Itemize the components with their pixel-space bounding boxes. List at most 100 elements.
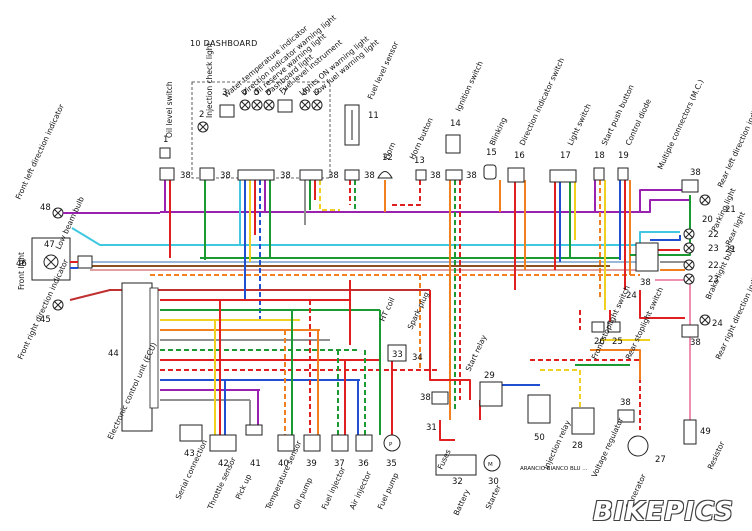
- label-c19: Control diode: [624, 97, 654, 147]
- dir-switch-16: [507, 167, 525, 183]
- svg-text:38: 38: [280, 171, 291, 181]
- number-labels: 1 2 3 4 5 6 7 8 9 11 12 13 14 15 16 17 1…: [16, 88, 736, 487]
- blinker-15: [483, 164, 497, 180]
- svg-text:13: 13: [414, 156, 425, 166]
- bikepics-watermark: BIKEPICS: [592, 497, 734, 527]
- label-c16: Direction indicator switch: [518, 56, 567, 147]
- label-c2: Injection check light: [205, 42, 214, 118]
- ignition-switch-14: [445, 134, 461, 154]
- svg-text:12: 12: [382, 153, 393, 163]
- svg-text:16: 16: [514, 151, 525, 161]
- label-c35: Fuel pump: [376, 471, 401, 511]
- air-injector-36: [355, 434, 373, 452]
- svg-text:38: 38: [364, 171, 375, 181]
- label-c20: Multiple connectors (M.C.): [656, 78, 706, 171]
- label-c13: Horn button: [408, 116, 435, 161]
- label-c21c: Rear light: [724, 210, 747, 247]
- svg-text:38: 38: [420, 393, 431, 403]
- svg-text:26: 26: [594, 337, 605, 347]
- label-c48: Front left direction indicator: [14, 102, 67, 201]
- svg-text:38: 38: [690, 338, 701, 348]
- svg-text:7: 7: [282, 88, 287, 98]
- throttle-42: [209, 434, 237, 452]
- svg-text:38: 38: [328, 171, 339, 181]
- svg-text:4: 4: [242, 88, 247, 98]
- svg-text:46: 46: [16, 259, 27, 269]
- pickup-41: [245, 424, 263, 436]
- fuel-pump-35: [383, 434, 401, 452]
- label-c39: Oil pump: [292, 476, 315, 511]
- svg-text:38: 38: [466, 171, 477, 181]
- svg-text:5: 5: [254, 88, 259, 98]
- regulator-28: [571, 407, 595, 435]
- svg-text:45: 45: [40, 315, 51, 325]
- lower-components: P M: [179, 321, 697, 476]
- label-c17: Light switch: [566, 102, 593, 147]
- svg-text:23: 23: [708, 275, 719, 285]
- label-c49: Resistor: [706, 439, 727, 471]
- svg-text:23: 23: [708, 244, 719, 254]
- svg-text:27: 27: [655, 455, 666, 465]
- wire-verticals: [164, 175, 631, 420]
- svg-text:29: 29: [484, 371, 495, 381]
- dashboard-title: 10 DASHBOARD: [190, 39, 258, 48]
- svg-text:6: 6: [266, 88, 271, 98]
- svg-text:2: 2: [199, 110, 204, 120]
- label-c50: Injection relay: [542, 418, 573, 471]
- label-c15: Blinking: [488, 116, 509, 147]
- svg-text:21: 21: [725, 245, 736, 255]
- svg-text:38: 38: [690, 168, 701, 178]
- wire-lower: [160, 189, 691, 441]
- switch-26: [591, 321, 605, 333]
- battery-32: [435, 454, 477, 476]
- svg-text:8: 8: [302, 88, 307, 98]
- label-c14: Ignition switch: [454, 59, 485, 112]
- label-c37: Fuel injector: [320, 465, 348, 511]
- svg-text:22: 22: [708, 261, 719, 271]
- svg-text:P: P: [389, 442, 393, 448]
- svg-text:30: 30: [488, 477, 499, 487]
- light-switch-17: [549, 169, 577, 183]
- svg-text:20: 20: [702, 215, 713, 225]
- oil-pump-39: [303, 434, 321, 452]
- oil-level-switch-1: [159, 147, 171, 159]
- svg-text:17: 17: [560, 151, 571, 161]
- resistor-49: [683, 419, 697, 445]
- switch-25: [607, 321, 621, 333]
- temp-sensor-40: [277, 434, 295, 452]
- label-legend: ARANCIO BIANCO BLU ...: [520, 466, 588, 472]
- svg-text:37: 37: [334, 459, 345, 469]
- svg-text:41: 41: [250, 459, 261, 469]
- svg-text:28: 28: [572, 441, 583, 451]
- wire-buses: [69, 199, 690, 301]
- front-section: [31, 207, 160, 311]
- svg-text:M: M: [488, 462, 493, 468]
- svg-text:1: 1: [163, 135, 168, 145]
- svg-text:22: 22: [708, 230, 719, 240]
- svg-text:24: 24: [712, 319, 723, 329]
- svg-text:38: 38: [620, 398, 631, 408]
- svg-text:14: 14: [450, 119, 461, 129]
- label-c21a: Rear left direction indicator: [716, 91, 752, 188]
- water-temp-3: [219, 104, 235, 118]
- svg-text:18: 18: [594, 151, 605, 161]
- svg-text:34: 34: [412, 353, 423, 363]
- label-c32: Battery: [452, 487, 472, 516]
- svg-text:38: 38: [640, 278, 651, 288]
- svg-text:50: 50: [534, 433, 545, 443]
- label-c46: Front light: [17, 252, 26, 290]
- svg-text:9: 9: [314, 88, 319, 98]
- svg-text:38: 38: [220, 171, 231, 181]
- label-c34: Spark plug: [406, 290, 431, 331]
- svg-text:19: 19: [618, 151, 629, 161]
- ecu-box: [121, 282, 153, 432]
- relay-50: [527, 394, 551, 424]
- coil-33: [387, 344, 407, 362]
- fuel-instrument-7: [277, 99, 293, 113]
- rear-bulbs: [683, 194, 711, 326]
- label-startrelay: Start relay: [464, 333, 489, 373]
- svg-text:49: 49: [700, 427, 711, 437]
- svg-text:24: 24: [626, 291, 637, 301]
- diode-19: [617, 167, 629, 181]
